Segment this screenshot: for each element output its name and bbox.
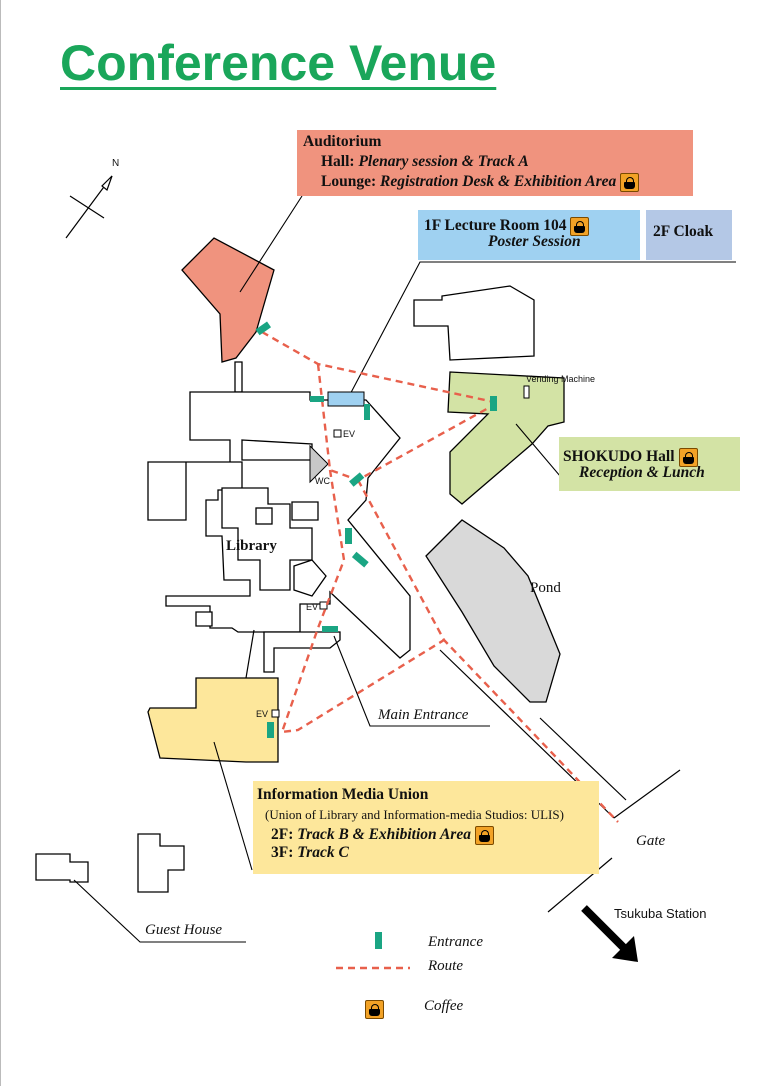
elevator-icon [271, 709, 280, 718]
entrance-marker-icon [375, 932, 382, 949]
lecture-room-104-marker [327, 391, 365, 407]
coffee-icon [678, 447, 698, 467]
auditorium-building [181, 237, 275, 363]
shokudo-callout: SHOKUDO Hall Reception & Lunch [559, 437, 740, 491]
compass-north-label: N [112, 158, 120, 169]
imu-3f-desc: Track C [297, 844, 349, 861]
gate-label: Gate [636, 833, 666, 849]
imu-callout: Information Media Union (Union of Librar… [253, 781, 599, 874]
campus-buildings [35, 237, 565, 893]
wc-marker-icon [309, 444, 329, 484]
imu-sub: (Union of Library and Information-media … [265, 807, 564, 822]
shokudo-name: SHOKUDO Hall [563, 448, 675, 465]
coffee-icon [620, 172, 640, 192]
station-label: Tsukuba Station [614, 906, 707, 921]
elevator-icon [333, 429, 342, 438]
guest-house-label: Guest House [145, 922, 223, 938]
imu-2f-desc: Track B & Exhibition Area [297, 826, 471, 843]
hall-label: Hall: [321, 153, 355, 170]
legend-entrance-label: Entrance [428, 934, 483, 950]
lecture-room-label: 1F Lecture Room 104 [424, 217, 567, 234]
auditorium-name: Auditorium [303, 133, 382, 150]
ev-label: EV [256, 709, 269, 719]
hall-desc: Plenary session & Track A [358, 153, 529, 170]
library-annex [263, 631, 341, 673]
page-title: Conference Venue [60, 35, 497, 91]
ev-label: EV [306, 602, 319, 612]
library-label: Library [226, 538, 277, 554]
north-building [413, 285, 535, 361]
lounge-label: Lounge: [321, 173, 377, 190]
shokudo-building [447, 371, 565, 505]
legend-coffee-label: Coffee [424, 998, 464, 1014]
coffee-icon [570, 216, 590, 236]
coffee-icon [474, 825, 494, 845]
legend-route-label: Route [428, 958, 463, 974]
shokudo-sub: Reception & Lunch [579, 464, 705, 481]
imu-building [147, 677, 279, 763]
cloak-callout: 2F Cloak [646, 210, 732, 260]
page-edge [0, 0, 1, 1086]
lecture-room-callout: 1F Lecture Room 104 Poster Session [418, 210, 640, 260]
ev-label: EV [343, 429, 356, 439]
imu-2f-label: 2F: [271, 826, 294, 843]
route-lines [261, 330, 619, 823]
imu-3f-label: 3F: [271, 844, 294, 861]
elevator-icon [319, 601, 328, 610]
coffee-icon [365, 1000, 384, 1019]
vending-machine-icon [523, 385, 530, 399]
wc-label: WC [315, 476, 330, 486]
entrance-markers [255, 321, 497, 738]
pond-label: Pond [530, 580, 561, 596]
guest-house-a [35, 853, 89, 883]
compass-icon [65, 175, 113, 239]
guest-house-b [137, 833, 185, 893]
cloak-label: 2F Cloak [653, 223, 714, 240]
imu-name: Information Media Union [257, 786, 429, 803]
arrow-icon [581, 905, 638, 962]
auditorium-callout: Auditorium Hall: Plenary session & Track… [297, 130, 693, 196]
pond [425, 519, 561, 703]
vending-machine-label: Vending Machine [526, 374, 596, 384]
lounge-desc: Registration Desk & Exhibition Area [380, 173, 617, 190]
main-entrance-label: Main Entrance [378, 707, 469, 723]
lecture-room-sub: Poster Session [488, 233, 581, 250]
